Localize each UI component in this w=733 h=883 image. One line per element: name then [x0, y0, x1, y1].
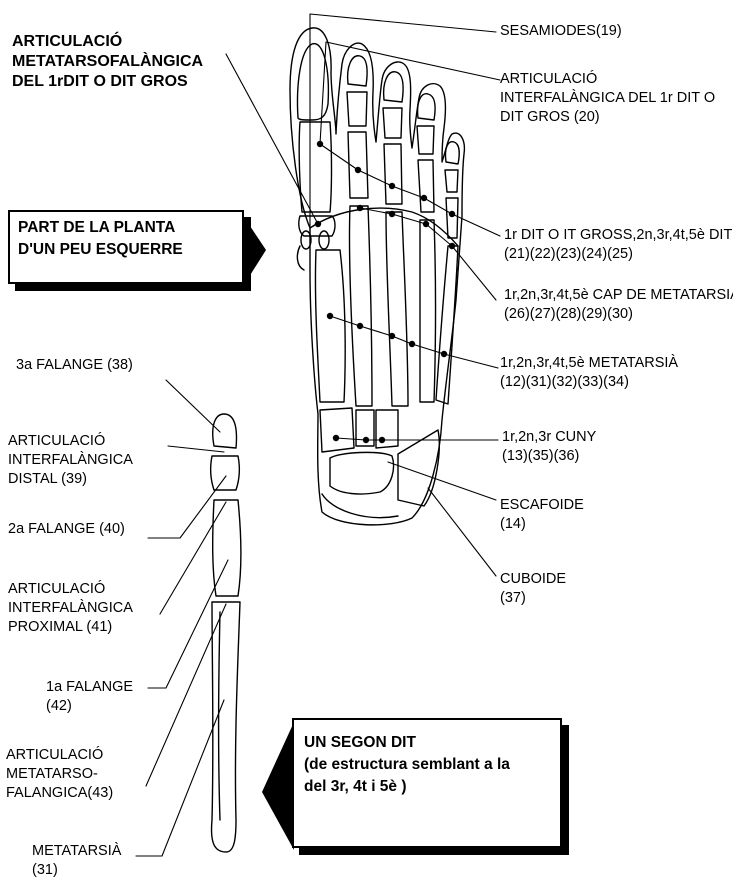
mtp-title-line-2: METATARSOFALÀNGICA — [12, 52, 203, 72]
foot-skeleton — [290, 28, 464, 525]
label-interphalangeal-big-toe: ARTICULACIÓ INTERFALÀNGICA DEL 1r DIT O … — [500, 70, 715, 127]
callout-arrows — [242, 214, 294, 850]
label-proximal-ip-line-3: PROXIMAL (41) — [8, 618, 133, 637]
toe-callout-box: UN SEGON DIT (de estructura semblant a l… — [292, 718, 562, 848]
second-toe-skeleton — [211, 414, 241, 852]
label-mtp-toe: ARTICULACIÓ METATARSO- FALANGICA(43) — [6, 746, 113, 803]
label-ip-line-3: DIT GROS (20) — [500, 108, 715, 127]
label-metatarsals: 1r,2n,3r,4t,5è METATARSIÀ (12)(31)(32)(3… — [500, 354, 678, 392]
label-metatarsal-toe: METATARSIÀ (31) — [32, 842, 121, 880]
label-cuneiforms: 1r,2n,3r CUNY (13)(35)(36) — [502, 428, 596, 466]
label-proximal-ip: ARTICULACIÓ INTERFALÀNGICA PROXIMAL (41) — [8, 580, 133, 637]
label-heads-line-1: 1r,2n,3r,4t,5è CAP DE METATARSIÀ — [504, 286, 733, 305]
label-proximal-ip-line-2: INTERFALÀNGICA — [8, 599, 133, 618]
mtp-title-line-1: ARTICULACIÓ — [12, 32, 203, 52]
label-mtp-toe-line-1: ARTICULACIÓ — [6, 746, 113, 765]
metatarsal-3 — [386, 212, 408, 406]
middle-phalanx — [211, 456, 240, 490]
label-second-phalanx: 2a FALANGE (40) — [8, 520, 125, 539]
label-metatarsals-line-2: (12)(31)(32)(33)(34) — [500, 373, 678, 392]
label-first-phalanx-line-1: 1a FALANGE — [46, 678, 133, 697]
metatarsal-1 — [315, 250, 345, 402]
label-navicular-line-1: ESCAFOIDE — [500, 496, 584, 515]
label-sesamoides: SESAMIODES(19) — [500, 22, 622, 41]
label-toes-line-1: 1r DIT O IT GROSS,2n,3r,4t,5è DIT — [504, 226, 732, 245]
label-first-phalanx: 1a FALANGE (42) — [46, 678, 133, 716]
label-distal-ip-line-3: DISTAL (39) — [8, 470, 133, 489]
label-cuboid: CUBOIDE (37) — [500, 570, 566, 608]
label-cuboid-line-2: (37) — [500, 589, 566, 608]
label-mtp-toe-line-2: METATARSO- — [6, 765, 113, 784]
plant-callout-line-1: PART DE LA PLANTA — [18, 217, 234, 239]
metatarsal-2 — [349, 206, 372, 406]
label-metatarsal-toe-line-1: METATARSIÀ — [32, 842, 121, 861]
mtp-joint-title: ARTICULACIÓ METATARSOFALÀNGICA DEL 1rDIT… — [12, 32, 203, 92]
plant-callout-line-2: D'UN PEU ESQUERRE — [18, 239, 234, 261]
distal-phalanx — [213, 414, 237, 448]
label-distal-ip-line-1: ARTICULACIÓ — [8, 432, 133, 451]
label-navicular-line-2: (14) — [500, 515, 584, 534]
label-distal-ip: ARTICULACIÓ INTERFALÀNGICA DISTAL (39) — [8, 432, 133, 489]
toe-metatarsal — [212, 602, 240, 852]
label-heads-line-2: (26)(27)(28)(29)(30) — [504, 305, 733, 324]
label-distal-ip-line-2: INTERFALÀNGICA — [8, 451, 133, 470]
label-mtp-toe-line-3: FALANGICA(43) — [6, 784, 113, 803]
label-cuboid-line-1: CUBOIDE — [500, 570, 566, 589]
navicular — [330, 452, 394, 494]
label-second-phalanx-line-1: 2a FALANGE (40) — [8, 520, 125, 539]
label-toes-line-2: (21)(22)(23)(24)(25) — [504, 245, 732, 264]
metatarsal-4 — [420, 220, 436, 402]
label-metatarsal-heads: 1r,2n,3r,4t,5è CAP DE METATARSIÀ (26)(27… — [504, 286, 733, 324]
label-cuneiforms-line-1: 1r,2n,3r CUNY — [502, 428, 596, 447]
cuneiform-1 — [320, 408, 354, 452]
label-navicular: ESCAFOIDE (14) — [500, 496, 584, 534]
plant-callout-box: PART DE LA PLANTA D'UN PEU ESQUERRE — [8, 210, 244, 284]
toe-callout-line-3: del 3r, 4t i 5è ) — [304, 776, 550, 798]
label-toes: 1r DIT O IT GROSS,2n,3r,4t,5è DIT (21)(2… — [504, 226, 732, 264]
label-cuneiforms-line-2: (13)(35)(36) — [502, 447, 596, 466]
label-ip-line-2: INTERFALÀNGICA DEL 1r DIT O — [500, 89, 715, 108]
mtp-title-line-3: DEL 1rDIT O DIT GROS — [12, 72, 203, 92]
label-third-phalanx: 3a FALANGE (38) — [16, 356, 133, 375]
label-proximal-ip-line-1: ARTICULACIÓ — [8, 580, 133, 599]
label-third-phalanx-line-1: 3a FALANGE (38) — [16, 356, 133, 375]
cuneiform-3 — [376, 410, 398, 448]
label-ip-line-1: ARTICULACIÓ — [500, 70, 715, 89]
label-metatarsals-line-1: 1r,2n,3r,4t,5è METATARSIÀ — [500, 354, 678, 373]
label-sesamoides-line-1: SESAMIODES(19) — [500, 22, 622, 41]
label-first-phalanx-line-2: (42) — [46, 697, 133, 716]
toe-callout-line-2: (de estructura semblant a la — [304, 754, 550, 776]
label-metatarsal-toe-line-2: (31) — [32, 861, 121, 880]
toe-callout-line-1: UN SEGON DIT — [304, 732, 550, 754]
